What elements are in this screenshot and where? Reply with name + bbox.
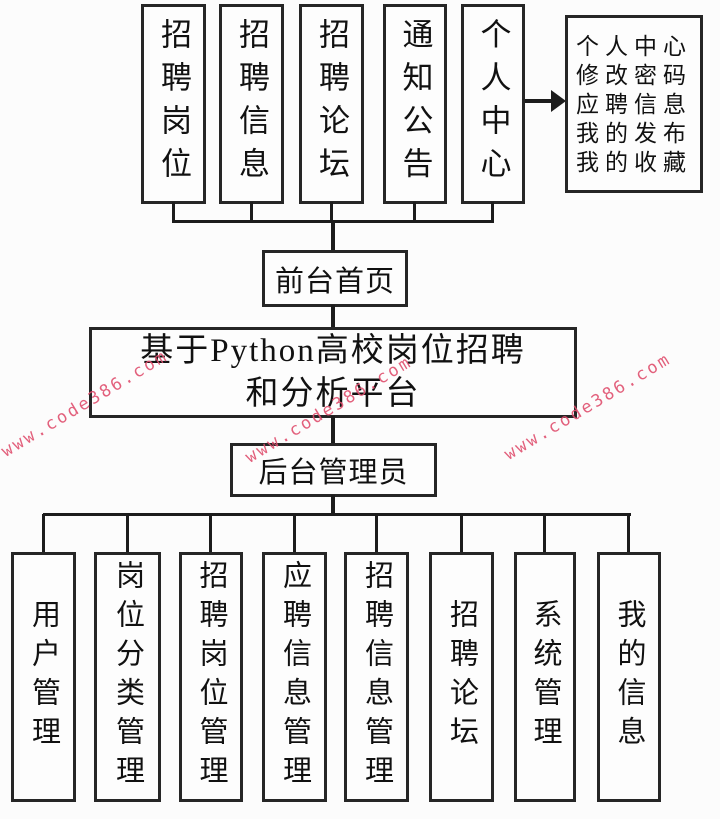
personal-center-menu-box: 个人中心 修改密码 应聘信息 我的发布 我的收藏 xyxy=(565,15,703,193)
menu-item-change-password: 修改密码 xyxy=(576,62,692,88)
arrow-right-icon xyxy=(551,90,566,112)
connector-bottom-2 xyxy=(126,514,129,554)
connector-top-4 xyxy=(413,202,416,222)
connector-top-3 xyxy=(330,202,333,222)
node-platform-title: 基于Python高校岗位招聘 和分析平台 xyxy=(89,327,577,418)
node-application-info-mgmt-label: 应聘信息管理 xyxy=(278,560,311,794)
node-admin-root: 后台管理员 xyxy=(230,443,437,497)
node-recruit-forum-label: 招聘论坛 xyxy=(314,18,349,190)
node-admin-root-label: 后台管理员 xyxy=(258,457,409,489)
node-job-category-mgmt: 岗位分类管理 xyxy=(94,552,161,802)
node-recruit-info-mgmt-label: 招聘信息管理 xyxy=(360,560,393,794)
connector-bottom-5 xyxy=(375,514,378,554)
personal-center-menu-lines: 个人中心 修改密码 应聘信息 我的发布 我的收藏 xyxy=(576,32,692,177)
node-user-mgmt: 用户管理 xyxy=(11,552,76,802)
connector-top-5 xyxy=(491,202,494,222)
platform-title-line1: 基于Python高校岗位招聘 xyxy=(140,332,526,369)
node-my-info: 我的信息 xyxy=(597,552,661,802)
connector-bottom-8 xyxy=(627,514,630,554)
arrow-shaft xyxy=(525,99,553,103)
node-recruit-forum-admin-label: 招聘论坛 xyxy=(445,599,478,755)
connector-bottom-6 xyxy=(460,514,463,554)
menu-item-my-favorites: 我的收藏 xyxy=(576,149,692,175)
node-personal-center-label: 个人中心 xyxy=(475,18,511,190)
menu-item-application-info: 应聘信息 xyxy=(576,91,692,117)
menu-item-my-posts: 我的发布 xyxy=(576,120,692,146)
node-front-home-label: 前台首页 xyxy=(274,265,395,298)
menu-item-personal-center: 个人中心 xyxy=(576,33,692,59)
connector-front-home-to-platform xyxy=(331,305,335,329)
platform-title-lines: 基于Python高校岗位招聘 和分析平台 xyxy=(140,330,526,416)
node-recruit-job-mgmt: 招聘岗位管理 xyxy=(179,552,243,802)
connector-top-1 xyxy=(172,202,175,222)
node-personal-center: 个人中心 xyxy=(461,4,525,204)
node-recruit-forum-admin: 招聘论坛 xyxy=(429,552,494,802)
node-front-home: 前台首页 xyxy=(262,250,408,307)
bottom-bus-line xyxy=(43,513,631,516)
connector-bottom-3 xyxy=(209,514,212,554)
node-application-info-mgmt: 应聘信息管理 xyxy=(262,552,327,802)
node-recruit-info-mgmt: 招聘信息管理 xyxy=(344,552,409,802)
node-recruit-jobs-label: 招聘岗位 xyxy=(156,18,191,190)
connector-admin-to-bus xyxy=(331,495,335,515)
node-notice-announcement: 通知公告 xyxy=(383,4,447,204)
node-recruit-info-label: 招聘信息 xyxy=(234,18,269,190)
node-system-mgmt: 系统管理 xyxy=(514,552,576,802)
connector-platform-to-admin xyxy=(331,416,335,445)
node-recruit-info: 招聘信息 xyxy=(219,4,284,204)
node-recruit-jobs: 招聘岗位 xyxy=(141,4,206,204)
node-job-category-mgmt-label: 岗位分类管理 xyxy=(111,560,144,794)
node-recruit-job-mgmt-label: 招聘岗位管理 xyxy=(195,560,227,794)
platform-title-line2: 和分析平台 xyxy=(245,375,421,412)
node-system-mgmt-label: 系统管理 xyxy=(529,599,561,755)
connector-top-2 xyxy=(250,202,253,222)
connector-bottom-1 xyxy=(42,514,45,554)
node-notice-announcement-label: 通知公告 xyxy=(397,18,433,190)
connector-bus-to-front-home xyxy=(331,221,335,252)
node-user-mgmt-label: 用户管理 xyxy=(27,599,60,755)
node-my-info-label: 我的信息 xyxy=(613,599,645,755)
node-recruit-forum: 招聘论坛 xyxy=(299,4,364,204)
connector-bottom-7 xyxy=(543,514,546,554)
connector-bottom-4 xyxy=(293,514,296,554)
